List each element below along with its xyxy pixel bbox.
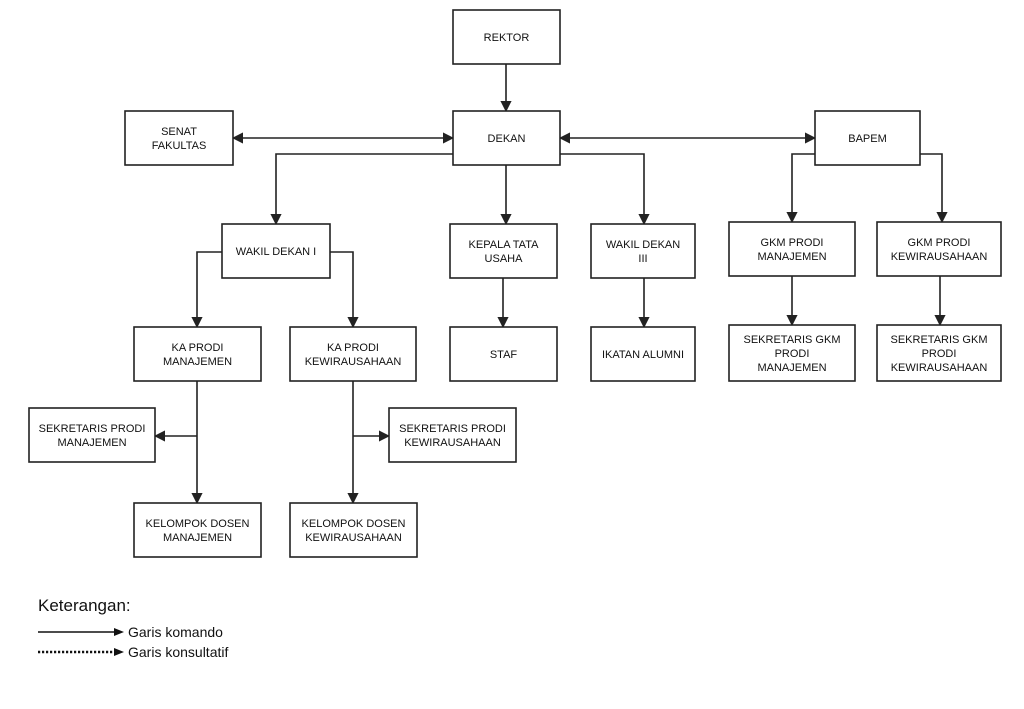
box-frame bbox=[449, 223, 558, 279]
box-dosen-kew: KELOMPOK DOSEN KEWIRAUSAHAAN bbox=[289, 502, 418, 558]
box-label: KEWIRAUSAHAAN bbox=[891, 362, 988, 374]
box-label: KELOMPOK DOSEN bbox=[302, 518, 406, 530]
boxes: REKTOR DEKAN SENAT FAKULTAS BAPEM WAKIL DEKAN… bbox=[28, 9, 1002, 558]
box-frame bbox=[449, 326, 558, 382]
box-frame bbox=[452, 110, 561, 166]
box-label: MANAJEMEN bbox=[757, 251, 826, 263]
box-ikatan: IKATAN ALUMNI bbox=[590, 326, 696, 382]
connectors bbox=[153, 64, 948, 505]
box-kepala-tu: KEPALA TATA USAHA bbox=[449, 223, 558, 279]
box-frame bbox=[133, 326, 262, 382]
box-frame bbox=[289, 326, 417, 382]
box-label: KEPALA TATA bbox=[469, 239, 540, 251]
box-kaprodi-kew: KA PRODI KEWIRAUSAHAAN bbox=[289, 326, 417, 382]
box-label: SEKRETARIS PRODI bbox=[399, 423, 506, 435]
box-kaprodi-man: KA PRODI MANAJEMEN bbox=[133, 326, 262, 382]
box-label: BAPEM bbox=[848, 133, 887, 145]
box-rektor: REKTOR bbox=[452, 9, 561, 65]
solid-arrow-icon bbox=[38, 628, 124, 636]
box-label: KA PRODI bbox=[172, 342, 224, 354]
box-label: SENAT bbox=[161, 126, 197, 138]
box-bapem: BAPEM bbox=[814, 110, 921, 166]
box-frame bbox=[728, 221, 856, 277]
edge-wakil1-to-kaprodi-man bbox=[191, 251, 222, 329]
box-label: PRODI bbox=[922, 348, 957, 360]
box-label: KEWIRAUSAHAAN bbox=[305, 356, 402, 368]
box-frame bbox=[876, 221, 1002, 277]
box-label: DEKAN bbox=[488, 133, 526, 145]
box-sek-gkm-kew: SEKRETARIS GKM PRODI KEWIRAUSAHAAN bbox=[876, 324, 1002, 382]
box-label: KELOMPOK DOSEN bbox=[146, 518, 250, 530]
box-label: MANAJEMEN bbox=[163, 532, 232, 544]
box-label: REKTOR bbox=[484, 32, 530, 44]
box-sek-prodi-kew: SEKRETARIS PRODI KEWIRAUSAHAAN bbox=[388, 407, 517, 463]
box-gkm-man: GKM PRODI MANAJEMEN bbox=[728, 221, 856, 277]
box-label: GKM PRODI bbox=[908, 237, 971, 249]
box-frame bbox=[452, 9, 561, 65]
box-sek-gkm-man: SEKRETARIS GKM PRODI MANAJEMEN bbox=[728, 324, 856, 382]
edge-dekan-to-wakil1 bbox=[270, 153, 453, 226]
box-frame bbox=[388, 407, 517, 463]
box-label: PRODI bbox=[775, 348, 810, 360]
box-label: KA PRODI bbox=[327, 342, 379, 354]
box-frame bbox=[289, 502, 418, 558]
legend-komando: Garis komando bbox=[38, 622, 228, 642]
box-label: WAKIL DEKAN bbox=[606, 239, 680, 251]
box-label: WAKIL DEKAN I bbox=[236, 246, 316, 258]
box-label: III bbox=[638, 253, 647, 265]
box-label: GKM PRODI bbox=[761, 237, 824, 249]
legend-konsultatif: Garis konsultatif bbox=[38, 642, 228, 662]
box-label: KEWIRAUSAHAAN bbox=[404, 437, 501, 449]
box-label: KEWIRAUSAHAAN bbox=[305, 532, 402, 544]
legend-konsultatif-label: Garis konsultatif bbox=[128, 644, 229, 660]
box-frame bbox=[876, 324, 1002, 382]
box-frame bbox=[590, 326, 696, 382]
box-frame bbox=[590, 223, 696, 279]
box-senat: SENAT FAKULTAS bbox=[124, 110, 234, 166]
box-frame bbox=[221, 223, 331, 279]
box-staf: STAF bbox=[449, 326, 558, 382]
box-frame bbox=[124, 110, 234, 166]
edge-dekan-to-wakil3 bbox=[560, 153, 650, 226]
box-dekan: DEKAN bbox=[452, 110, 561, 166]
dotted-arrow-icon bbox=[38, 648, 124, 656]
box-label: USAHA bbox=[485, 253, 524, 265]
box-wakil1: WAKIL DEKAN I bbox=[221, 223, 331, 279]
edge-wakil1-to-kaprodi-kew bbox=[330, 251, 359, 329]
box-dosen-man: KELOMPOK DOSEN MANAJEMEN bbox=[133, 502, 262, 558]
box-frame bbox=[728, 324, 856, 382]
box-label: FAKULTAS bbox=[152, 140, 207, 152]
box-sek-prodi-man: SEKRETARIS PRODI MANAJEMEN bbox=[28, 407, 156, 463]
box-label: MANAJEMEN bbox=[163, 356, 232, 368]
box-frame bbox=[814, 110, 921, 166]
edge-bapem-to-gkm-kew bbox=[920, 153, 948, 224]
box-label: SEKRETARIS PRODI bbox=[39, 423, 146, 435]
box-label: MANAJEMEN bbox=[57, 437, 126, 449]
box-label: SEKRETARIS GKM bbox=[891, 334, 988, 346]
box-frame bbox=[28, 407, 156, 463]
box-label: MANAJEMEN bbox=[757, 362, 826, 374]
box-wakil3: WAKIL DEKAN III bbox=[590, 223, 696, 279]
legend: Keterangan: Garis komando Garis konsulta… bbox=[38, 596, 228, 662]
edge-bapem-to-gkm-man bbox=[786, 153, 815, 224]
box-label: SEKRETARIS GKM bbox=[744, 334, 841, 346]
box-label: IKATAN ALUMNI bbox=[602, 349, 684, 361]
box-gkm-kew: GKM PRODI KEWIRAUSAHAAN bbox=[876, 221, 1002, 277]
box-frame bbox=[133, 502, 262, 558]
box-label: STAF bbox=[490, 349, 518, 361]
legend-title: Keterangan: bbox=[38, 596, 131, 615]
legend-komando-label: Garis komando bbox=[128, 624, 223, 640]
box-label: KEWIRAUSAHAAN bbox=[891, 251, 988, 263]
